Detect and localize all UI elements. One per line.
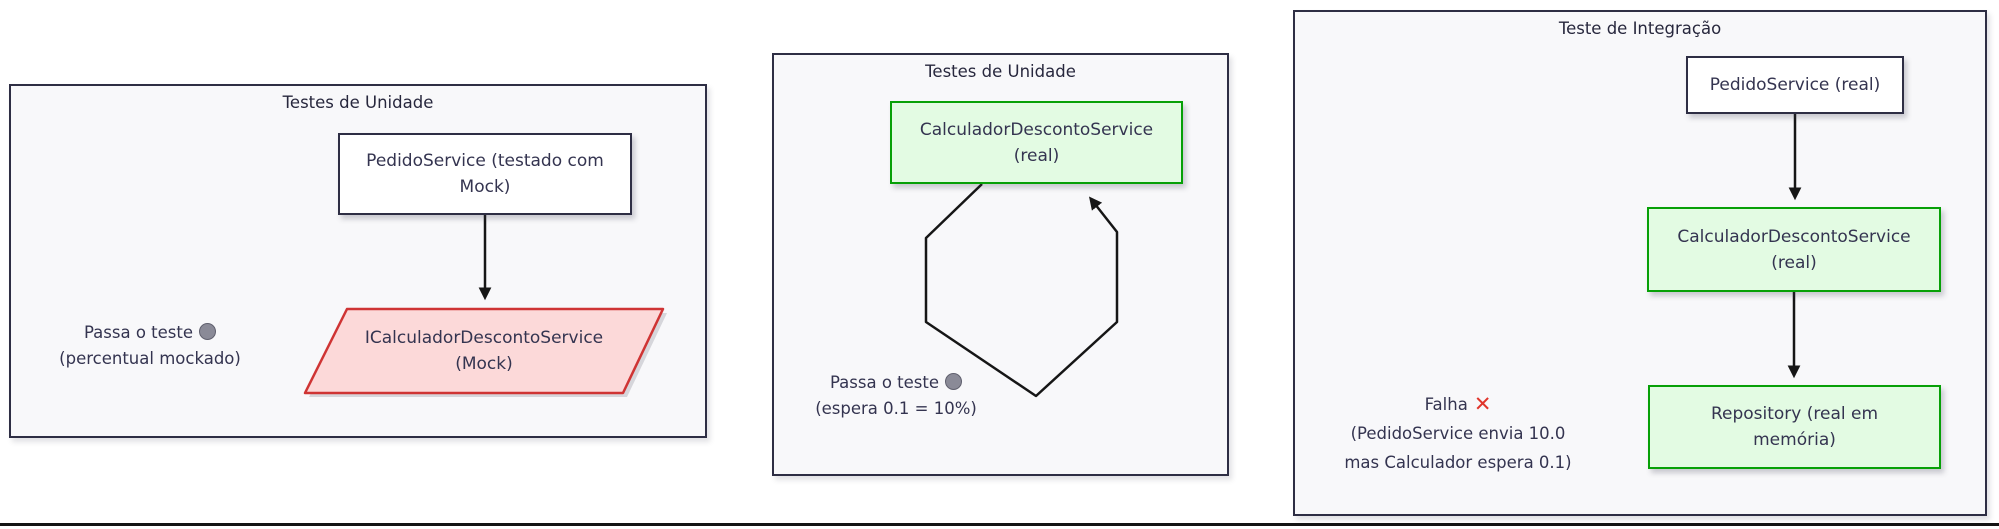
note-fail-integration: Falha ✕ (PedidoService envia 10.0 mas Cal… xyxy=(1308,390,1608,477)
note-text: Falha xyxy=(1424,395,1468,414)
panel-title: Testes de Unidade xyxy=(282,93,434,112)
note-text: Passa o teste xyxy=(83,323,194,342)
panel-title: Teste de Integração xyxy=(1558,19,1722,38)
node-label-line: ICalculadorDescontoService xyxy=(364,328,604,348)
status-circle-icon xyxy=(199,323,217,340)
note-line: (percentual mockado) xyxy=(59,349,241,368)
node-label-line: memória) xyxy=(1753,430,1836,450)
node-label-line: CalculadorDescontoService xyxy=(1677,226,1911,247)
status-circle-icon xyxy=(945,373,963,390)
note-line: (PedidoService envia 10.0 xyxy=(1350,424,1566,443)
note-pass-real: Passa o teste (espera 0.1 = 10%) xyxy=(780,370,1012,422)
node-label-line: Mock) xyxy=(459,177,511,197)
node-label-line: (real) xyxy=(1771,252,1817,273)
node-repository-real: Repository (real em memória) xyxy=(1648,385,1941,469)
panel-title: Testes de Unidade xyxy=(925,62,1076,81)
node-pedidoservice-mocked: PedidoService (testado com Mock) xyxy=(338,133,632,215)
node-icalculadordescontoservice-mock: ICalculadorDescontoService (Mock) xyxy=(334,309,634,393)
note-pass-mock: Passa o teste (percentual mockado) xyxy=(28,320,272,372)
node-label-line: Repository (real em xyxy=(1710,404,1879,424)
note-text: Passa o teste xyxy=(829,373,940,392)
node-calculadordescontoservice-real: CalculadorDescontoService (real) xyxy=(890,101,1183,184)
note-line: (espera 0.1 = 10%) xyxy=(815,399,977,418)
node-label-line: (real) xyxy=(1013,145,1060,166)
note-line: mas Calculador espera 0.1) xyxy=(1344,453,1572,472)
node-label-line: PedidoService (testado com xyxy=(366,151,604,171)
node-label-line: CalculadorDescontoService xyxy=(919,119,1154,140)
fail-x-icon: ✕ xyxy=(1473,392,1492,416)
parallelogram-mock-shape xyxy=(303,307,665,395)
note-line: Falha ✕ xyxy=(1308,390,1608,419)
note-line: Passa o teste xyxy=(28,320,272,346)
arrow-self-loop xyxy=(924,183,1119,398)
node-label-line: PedidoService (real) xyxy=(1709,75,1881,95)
node-calculadordescontoservice-real-integration: CalculadorDescontoService (real) xyxy=(1647,207,1941,292)
bottom-divider xyxy=(0,523,1999,526)
node-label-line: (Mock) xyxy=(455,354,513,374)
node-pedidoservice-real: PedidoService (real) xyxy=(1686,56,1904,114)
note-line: Passa o teste xyxy=(780,370,1012,396)
